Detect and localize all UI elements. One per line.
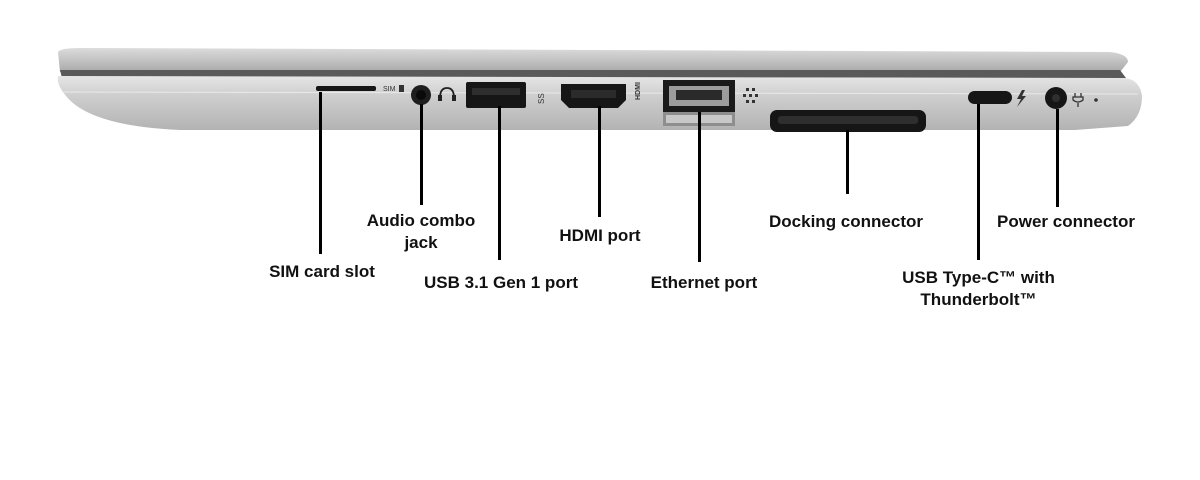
power-plug-icon [1072,93,1084,107]
leader-line-audio-combo-jack [420,104,423,205]
laptop-lid [58,48,1128,72]
usb-c-port-shape [968,91,1012,104]
leader-line-ethernet-port [698,112,701,262]
sim-slot-shape [316,86,376,91]
usb-ss-marking: SS [537,93,546,104]
label-line: Docking connector [769,212,923,231]
label-hdmi-port: HDMI port [545,225,655,247]
status-led [1094,98,1098,102]
label-power-connector: Power connector [985,211,1147,233]
label-line: Power connector [997,212,1135,231]
label-usb-3-1-gen-1-port: USB 3.1 Gen 1 port [411,272,591,294]
sim-marking: SIM [383,86,396,93]
label-audio-combo-jack: Audio combo jack [361,210,481,254]
label-usb-type-c-thunderbolt: USB Type-C™ with Thunderbolt™ [886,267,1071,311]
leader-line-docking-connector [846,130,849,194]
label-sim-card-slot: SIM card slot [262,261,382,283]
label-line: Thunderbolt™ [920,290,1037,309]
label-line: Audio combo [366,211,476,230]
leader-line-usb-type-c-thunderbolt [977,104,980,260]
label-line: SIM card slot [269,262,375,281]
hdmi-marking: HDMI [635,82,642,100]
leader-line-hdmi-port [598,106,601,217]
lid-gap [60,70,1126,78]
leader-line-usb-3-1-gen-1-port [498,106,501,260]
headset-icon [438,87,456,101]
network-icon [743,88,758,103]
leader-line-power-connector [1056,109,1059,207]
label-line: HDMI port [559,226,641,245]
label-line: jack [404,233,438,252]
label-ethernet-port: Ethernet port [639,272,769,294]
label-line: USB 3.1 Gen 1 port [424,273,578,292]
label-docking-connector: Docking connector [756,211,936,233]
leader-line-sim-card-slot [319,92,322,254]
label-line: USB Type-C™ with [902,268,1055,287]
thunderbolt-icon [1017,90,1026,107]
label-line: Ethernet port [650,273,758,292]
